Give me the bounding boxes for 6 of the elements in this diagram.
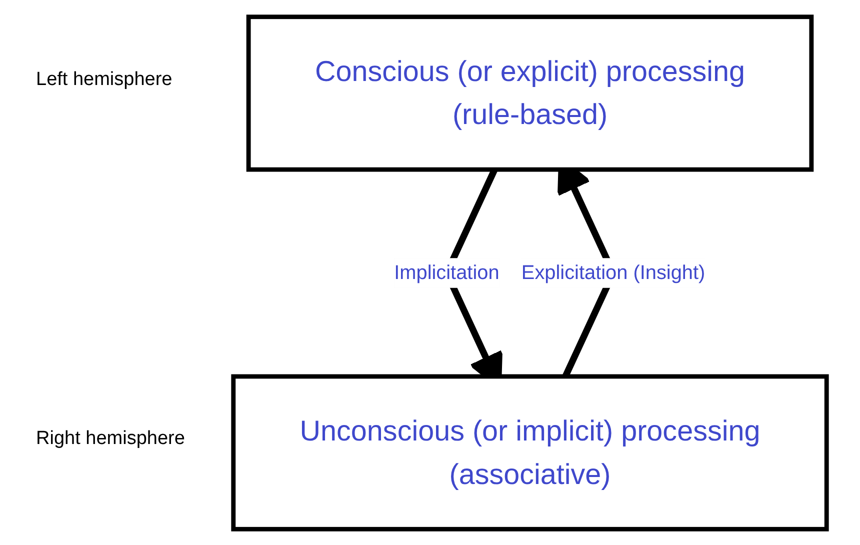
edge-label: Implicitation: [394, 260, 500, 284]
node-box: Conscious (or explicit) processing (rule-based): [246, 14, 814, 172]
side-label: Left hemisphere: [36, 68, 172, 92]
edge-label: Explicitation (Insight): [521, 260, 706, 284]
node-box: Unconscious (or implicit) processing (associative): [231, 374, 829, 531]
side-label: Right hemisphere: [36, 427, 185, 452]
